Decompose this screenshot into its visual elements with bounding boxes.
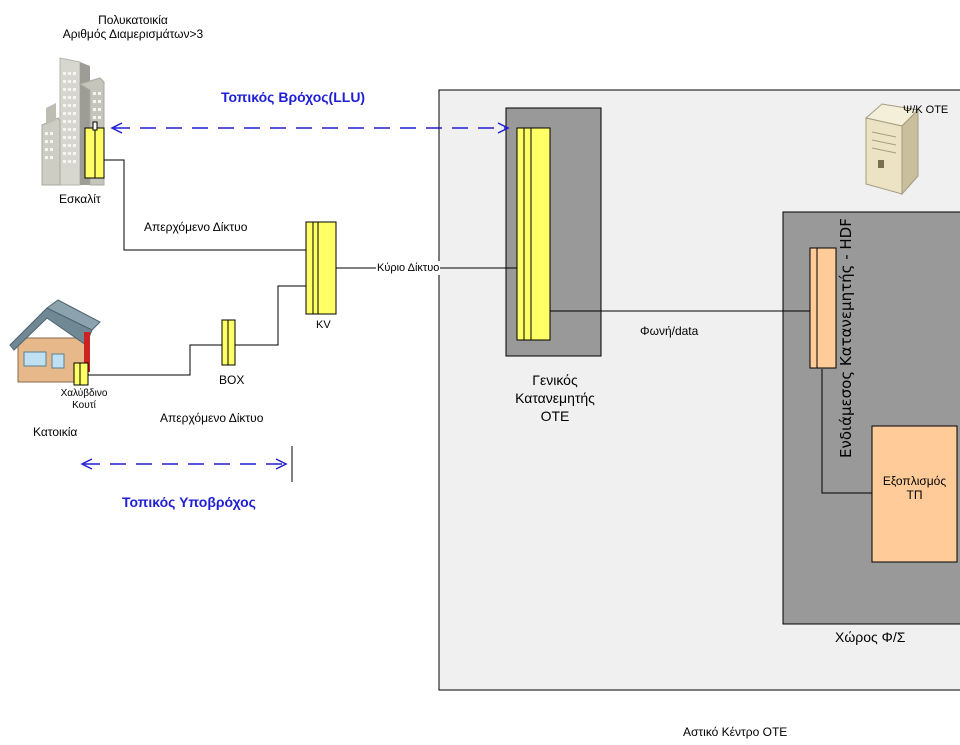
mdf-line3: ΟΤΕ bbox=[540, 408, 570, 424]
hdf-frame bbox=[809, 247, 837, 369]
equipment-line1: Εξοπλισμός bbox=[882, 474, 947, 488]
distribution-net-bottom-label: Απερχόμενο Δίκτυο bbox=[160, 411, 264, 425]
sub-loop-arrow bbox=[80, 446, 293, 482]
box-label: BOX bbox=[219, 373, 245, 387]
house-label: Κατοικία bbox=[33, 425, 78, 439]
distribution-net-top-label: Απερχόμενο Δίκτυο bbox=[144, 220, 248, 234]
equipment-line2: ΤΠ bbox=[906, 488, 923, 502]
building-title: Πολυκατοικία Αριθμός Διαμερισμάτων>3 bbox=[28, 13, 238, 41]
llu-arrow bbox=[110, 122, 510, 134]
mdf-line2: Κατανεμητής bbox=[515, 390, 595, 406]
urban-center-label: Αστικό Κέντρο ΟΤΕ bbox=[683, 725, 788, 739]
kv-label: KV bbox=[316, 319, 331, 331]
steel-box-frame bbox=[73, 362, 89, 386]
house-icon bbox=[9, 299, 101, 383]
steel-box-line1: Χαλύβδινο bbox=[60, 388, 108, 399]
colocation-space-label: Χώρος Φ/Σ bbox=[835, 629, 906, 645]
escalit-label: Εσκαλίτ bbox=[59, 192, 101, 206]
steel-box-label: Χαλύβδινο Κουτί bbox=[54, 388, 114, 412]
escalit-frame bbox=[84, 121, 105, 179]
voice-data-label: Φωνή/data bbox=[640, 324, 699, 338]
equipment-label: Εξοπλισμός ΤΠ bbox=[872, 474, 957, 502]
main-network-label: Κύριο Δίκτυο bbox=[376, 261, 441, 275]
mdf-frame bbox=[516, 127, 551, 341]
mdf-line1: Γενικός bbox=[532, 372, 578, 388]
server-label: Ψ/Κ ΟΤΕ bbox=[903, 104, 949, 116]
sub-loop-label: Τοπικός Υποβρόχος bbox=[122, 494, 256, 510]
building-line2: Αριθμός Διαμερισμάτων>3 bbox=[62, 27, 204, 41]
llu-label: Τοπικός Βρόχος(LLU) bbox=[221, 89, 366, 105]
equipment-box bbox=[871, 425, 958, 563]
mdf-label: Γενικός Κατανεμητής ΟΤΕ bbox=[505, 371, 605, 425]
building-line1: Πολυκατοικία bbox=[98, 13, 168, 27]
server-tower-icon bbox=[864, 103, 920, 196]
box-frame bbox=[221, 319, 236, 366]
steel-box-line2: Κουτί bbox=[72, 400, 96, 411]
hdf-label: Ενδιάμεσος Κατανεμητής - HDF bbox=[837, 218, 855, 458]
kv-cabinet-frame bbox=[305, 221, 337, 315]
